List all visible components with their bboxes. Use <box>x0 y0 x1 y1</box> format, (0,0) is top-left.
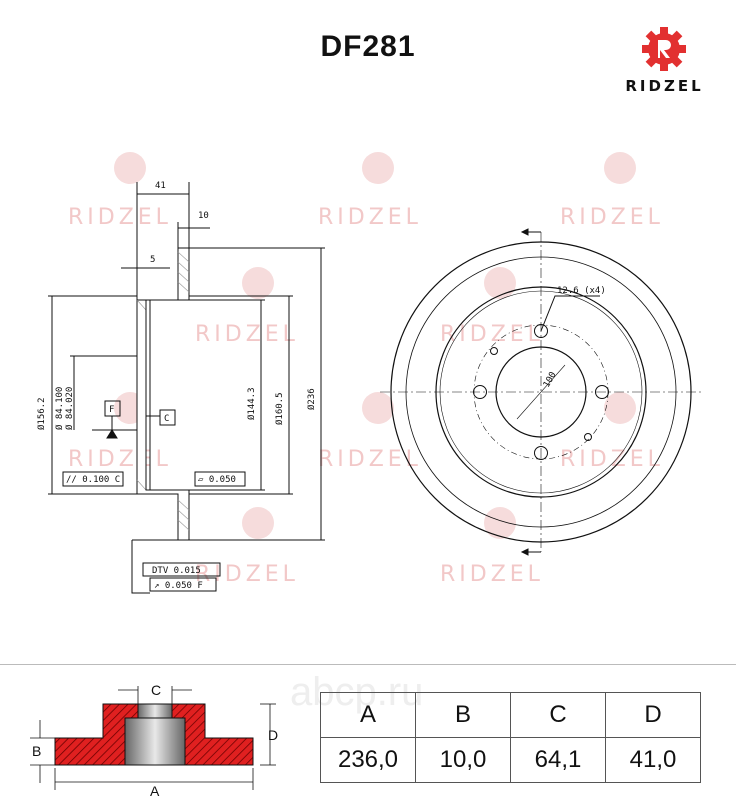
watermark-gear-icons <box>114 152 636 539</box>
watermark: RIDZEL <box>68 205 172 230</box>
pcd-label: 100 <box>542 370 559 389</box>
watermark: RIDZEL <box>195 562 299 587</box>
watermark: RIDZEL <box>560 205 664 230</box>
dimension-5: 5 <box>150 255 155 265</box>
value-b: 10,0 <box>415 737 511 783</box>
table-value-row: 236,0 10,0 64,1 41,0 <box>320 737 701 783</box>
value-a: 236,0 <box>320 737 416 783</box>
header-b: B <box>415 692 511 738</box>
watermark: RIDZEL <box>440 322 544 347</box>
separator <box>0 664 736 665</box>
dimension-156: Ø156.2 <box>36 397 47 430</box>
brand-name: RIDZEL <box>625 77 704 95</box>
table-header-row: A B C D <box>320 692 701 738</box>
header-d: D <box>605 692 701 738</box>
brand-logo: RIDZEL <box>612 25 717 100</box>
parallelism-tolerance: // 0.100 C <box>66 475 120 485</box>
bolt-holes-label: 12.6 (x4) <box>557 286 606 296</box>
legend-section-diagram <box>30 686 276 790</box>
dimension-236: Ø236 <box>306 388 317 410</box>
watermark: RIDZEL <box>68 447 172 472</box>
header-a: A <box>320 692 416 738</box>
value-c: 64,1 <box>510 737 606 783</box>
dimension-84-100: Ø 84.100 <box>54 387 65 430</box>
legend-label-a: A <box>150 783 160 799</box>
flatness-tolerance: ▱ 0.050 <box>198 475 236 485</box>
watermark: RIDZEL <box>318 447 422 472</box>
dimension-84-020: Ø 84.020 <box>64 387 75 430</box>
value-d: 41,0 <box>605 737 701 783</box>
dimension-10: 10 <box>198 211 209 221</box>
legend-label-b: B <box>32 743 41 759</box>
datum-c-label: C <box>164 414 169 424</box>
part-number-title: DF281 <box>320 30 416 63</box>
dimension-144: Ø144.3 <box>246 387 257 420</box>
dimension-41: 41 <box>155 181 166 191</box>
watermark: RIDZEL <box>195 322 299 347</box>
dimensions-table: A B C D 236,0 10,0 64,1 41,0 <box>320 692 701 783</box>
dtv-tolerance: DTV 0.015 <box>152 566 201 576</box>
gear-logo-icon <box>642 27 686 71</box>
legend-label-d: D <box>268 727 278 743</box>
disc-section-view <box>48 182 325 594</box>
watermark: RIDZEL <box>440 562 544 587</box>
header-c: C <box>510 692 606 738</box>
datum-f-label: F <box>109 405 114 415</box>
disc-front-view <box>380 228 702 556</box>
dimension-160: Ø160.5 <box>274 392 285 425</box>
legend-label-c: C <box>151 682 161 698</box>
runout-tolerance: ↗ 0.050 F <box>154 581 203 591</box>
watermark: RIDZEL <box>560 447 664 472</box>
watermark: RIDZEL <box>318 205 422 230</box>
